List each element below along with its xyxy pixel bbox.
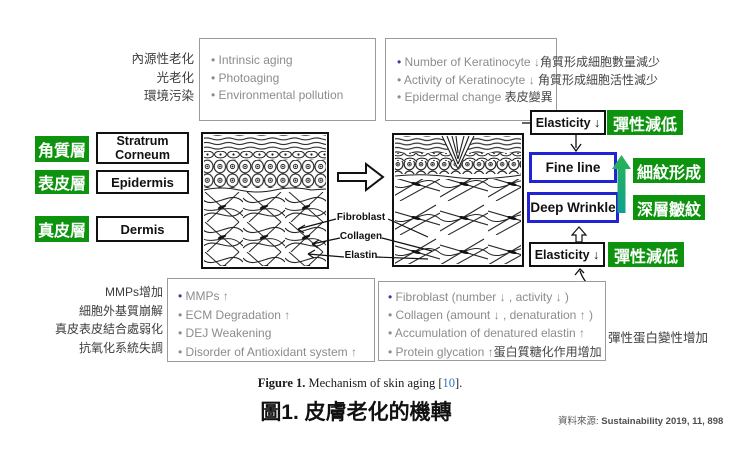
dermis-causes-item: MMPs ↑ [178,287,374,306]
keratinocyte-item: Activity of Keratinocyte ↓ 角質形成細胞活性減少 [397,72,658,90]
deep-wrinkle-label-zh: 深層皺紋 [633,195,705,220]
causes-item: Environmental pollution [211,87,375,105]
dermis-causes-item: DEJ Weakening [178,324,374,343]
layer-box-stratum-corneum: Stratrum Corneum [96,132,189,164]
dermis-causes-item: Disorder of Antioxidant system ↑ [178,343,374,362]
citation-ref[interactable]: 10 [442,376,456,390]
source-reference: Sustainability 2019, 11, 898 [601,416,724,427]
causes-item: Intrinsic aging [211,52,375,70]
fibroblast-item: Collagen (amount ↓ , denaturation ↑ ) [388,306,605,324]
layer-box-epidermis: Epidermis [96,170,189,194]
layer-box-dermis: Dermis [96,216,189,242]
young-skin-illustration [201,132,329,269]
elasticity-top-box: Elasticity ↓ [530,110,606,135]
down-arrow-icon [570,135,582,153]
fibroblast-box: Fibroblast (number ↓ , activity ↓ ) Coll… [378,281,606,361]
keratinocyte-box: Number of Keratinocyte ↓角質形成細胞數量減少 Activ… [385,38,660,121]
layer-label-epidermis-zh: 表皮層 [35,170,89,194]
figure-caption-label: Figure 1. [257,376,306,390]
source-label: 資料來源: [558,416,602,427]
elasticity-bottom-label-zh: 彈性減低 [608,242,684,267]
fiber-label-fibroblast: Fibroblast [336,212,386,223]
dermis-causes-item: ECM Degradation ↑ [178,306,374,325]
keratinocyte-item: Number of Keratinocyte ↓角質形成細胞數量減少 [397,54,660,72]
annotation-photoaging: 光老化 [156,70,194,85]
fine-line-box: Fine line [529,152,617,183]
causes-box: Intrinsic aging Photoaging Environmental… [199,38,376,121]
figure-title-zh: 圖1. 皮膚老化的機轉 [260,401,452,424]
keratinocyte-item: Epidermal change 表皮變異 [397,89,556,107]
bottom-annotations: MMPs增加 細胞外基質崩解 真皮表皮結合處弱化 抗氧化系統失調 [20,283,163,357]
aged-skin-illustration [392,133,524,267]
layer-label-dermis-zh: 真皮層 [35,216,89,242]
annotation-ecm: 細胞外基質崩解 [78,303,163,318]
fiber-connector-lines [297,218,433,260]
top-annotations: 內源性老化 光老化 環境污染 [58,50,194,106]
deep-wrinkle-box: Deep Wrinkle [527,192,619,223]
up-teal-arrow-icon [612,155,631,213]
annotation-antioxidant: 抗氧化系統失調 [78,340,163,355]
fibroblast-item: Accumulation of denatured elastin ↑ [388,324,605,342]
fiber-label-collagen: Collagen [339,231,383,242]
up-arrow-icon [571,226,587,243]
right-block-arrow-icon [337,161,385,193]
fibroblast-item: Protein glycation ↑蛋白質糖化作用增加 [388,343,605,361]
causes-item: Photoaging [211,70,375,88]
annotation-mmps: MMPs增加 [105,285,163,299]
annotation-pollution: 環境污染 [143,89,194,103]
annotation-intrinsic-aging: 內源性老化 [131,52,194,66]
side-annotation-elastin: 彈性蛋白變性增加 [608,331,709,345]
elasticity-bottom-box: Elasticity ↓ [529,242,605,267]
layer-label-stratum-zh: 角質層 [35,136,89,162]
fibroblast-item: Fibroblast (number ↓ , activity ↓ ) [388,288,605,306]
source-line: 資料來源: Sustainability 2019, 11, 898 [558,413,723,427]
figure-caption: Figure 1. Mechanism of skin aging [10]. [257,376,463,390]
fine-line-label-zh: 細紋形成 [633,158,705,183]
dermis-causes-box: MMPs ↑ ECM Degradation ↑ DEJ Weakening D… [167,278,375,362]
elasticity-top-label-zh: 彈性減低 [607,110,683,135]
fiber-label-elastin: Elastin [344,250,378,261]
annotation-dej: 真皮表皮結合處弱化 [54,322,163,336]
